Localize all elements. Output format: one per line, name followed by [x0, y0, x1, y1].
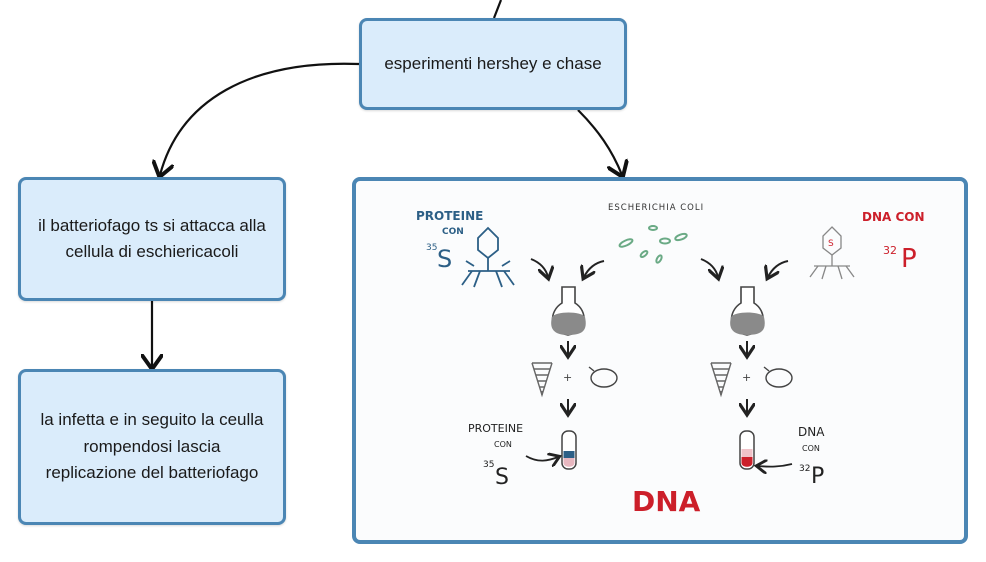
plus-left: + [563, 371, 572, 384]
phage-red-icon [809, 226, 855, 280]
label-left-isotope-num: 35 [426, 243, 437, 253]
connector-main-to-left [160, 62, 360, 175]
node-attachment-text: il batteriofago ts si attacca alla cellu… [38, 215, 266, 261]
tube-left-label: PROTEINE [468, 422, 523, 435]
label-proteine: PROTEINE [416, 209, 483, 223]
tube-left-num: 35 [483, 460, 494, 470]
label-left-isotope-sym: S [437, 245, 452, 273]
tube-left-sym: S [495, 465, 509, 490]
plus-right: + [742, 371, 751, 384]
arrow-left-phage-to-flask [530, 258, 548, 277]
blender-left-icon [531, 362, 553, 398]
arrow-to-tube-left [525, 456, 558, 461]
connector-main-to-panel [577, 109, 622, 175]
blender-right-icon [710, 362, 732, 398]
label-right-isotope-num: 32 [883, 244, 897, 257]
node-infection[interactable]: la infetta e in seguito la ceulla rompen… [18, 369, 286, 525]
label-proteine-con: CON [442, 227, 464, 237]
flask-left-icon [551, 286, 586, 336]
arrow-left-bact-to-flask [584, 260, 605, 277]
tube-right-con: CON [802, 444, 820, 453]
node-hershey-chase-text: esperimenti hershey e chase [384, 53, 602, 73]
arrow-to-tube-right [758, 464, 793, 467]
node-attachment[interactable]: il batteriofago ts si attacca alla cellu… [18, 177, 286, 301]
label-escherichia-coli: ESCHERICHIA COLI [608, 203, 704, 213]
tube-right-sym: P [811, 464, 824, 489]
arrow-right-bact-to-flask [700, 258, 718, 277]
cell-left-icon [588, 366, 618, 388]
tube-right-label: DNA [798, 425, 825, 439]
phage-capsid-letter: S [828, 239, 834, 249]
bacteria-icon [618, 225, 688, 264]
phage-blue-icon [461, 226, 515, 288]
label-dna-con: DNA CON [862, 210, 925, 224]
flask-right-icon [730, 286, 765, 336]
result-dna: DNA [632, 485, 701, 518]
tube-left-con: CON [494, 440, 512, 449]
cell-right-icon [763, 366, 793, 388]
label-right-isotope-sym: P [901, 244, 917, 274]
node-hershey-chase[interactable]: esperimenti hershey e chase [359, 18, 627, 110]
connector-incoming [492, 0, 503, 19]
tube-right-num: 32 [799, 464, 810, 474]
arrow-right-phage-to-flask [768, 260, 789, 277]
node-infection-text: la infetta e in seguito la ceulla rompen… [40, 410, 264, 483]
tube-left-icon [561, 430, 577, 470]
tube-right-icon [739, 430, 755, 470]
experiment-illustration: PROTEINE CON 35 S ESCHERICHIA COLI DNA C… [352, 177, 968, 544]
